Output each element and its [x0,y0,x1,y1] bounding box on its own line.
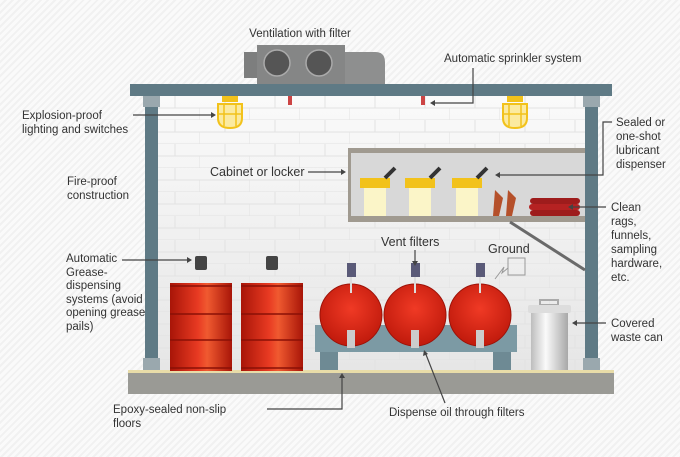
right-post [585,95,598,371]
label-ventilation: Ventilation with filter [249,28,351,40]
funnels [493,190,516,216]
grease-dispenser [266,256,278,270]
explosion-proof-light [217,96,243,130]
ventilation-unit [244,45,385,84]
explosion-proof-light [502,96,528,130]
waste-can [528,299,571,370]
room-structure [128,84,614,394]
lubricant-dispensers [360,166,489,216]
oiler [360,166,397,216]
grease-drum [170,256,232,371]
ground-symbol [494,257,526,280]
label-sprinkler: Automatic sprinkler system [444,53,581,65]
clean-rags [529,198,580,216]
label-dispense: Dispense oil through filters [389,407,525,419]
oil-barrel [448,263,512,348]
oil-barrel [383,263,447,348]
oiler [405,166,442,216]
roof [130,84,612,96]
grease-dispenser [195,256,207,270]
oil-barrel [319,263,383,348]
oiler [452,166,489,216]
label-ground: Ground [488,242,530,256]
label-cabinet: Cabinet or locker [210,165,305,179]
label-vent-filters: Vent filters [381,235,439,249]
grease-drum [241,256,303,371]
floor-slab [128,370,614,394]
sprinkler-head [421,96,425,105]
left-post [145,95,158,371]
arrowheads [187,100,577,378]
leader-lines [122,68,612,410]
sprinkler-head [288,96,292,105]
